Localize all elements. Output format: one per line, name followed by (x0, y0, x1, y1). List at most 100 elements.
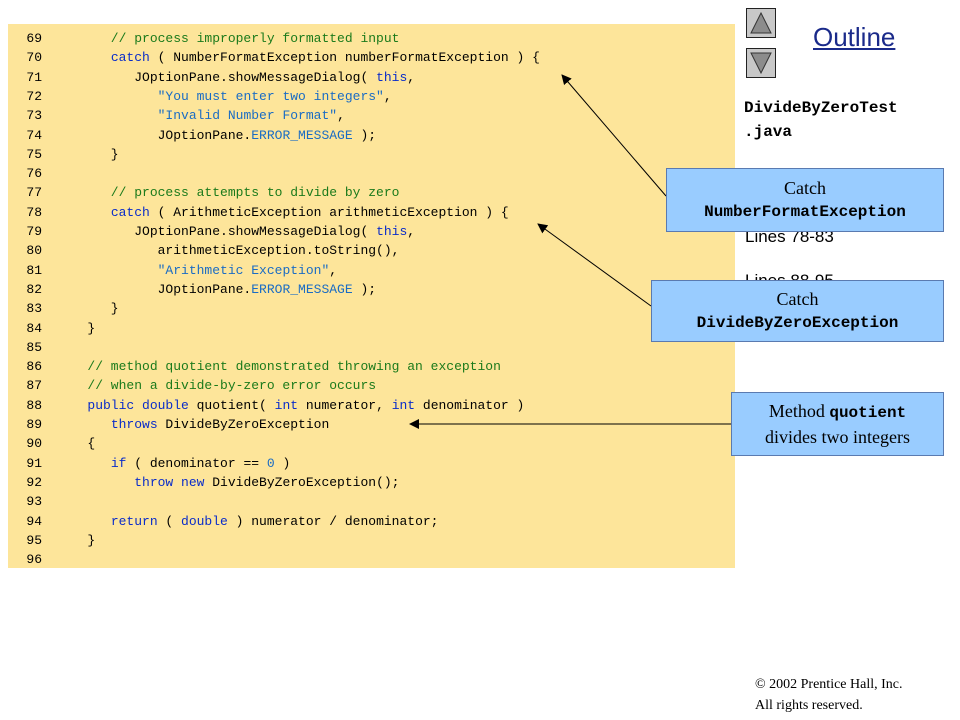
line-number: 88 (26, 397, 42, 413)
code-line: 70 catch ( NumberFormatException numberF… (8, 48, 540, 67)
previous-slide-button[interactable] (746, 8, 776, 38)
code-text: throws DivideByZeroException (64, 417, 329, 432)
code-text: if ( denominator == 0 ) (64, 456, 290, 471)
arrow-1 (561, 74, 667, 197)
code-token: , (407, 69, 416, 85)
code-text: JOptionPane.ERROR_MESSAGE ); (64, 128, 376, 143)
code-line: 77 // process attempts to divide by zero (8, 183, 399, 202)
line-number: 90 (26, 436, 42, 452)
callout-3-code: quotient (829, 404, 907, 422)
code-token: { (64, 436, 96, 452)
code-line: 79 JOptionPane.showMessageDialog( this, (8, 222, 415, 241)
code-line: 91 if ( denominator == 0 ) (8, 454, 290, 473)
copyright-line2: All rights reserved. (755, 698, 863, 713)
code-token: catch (110, 50, 150, 66)
code-text: // process improperly formatted input (64, 31, 400, 46)
line-number: 78 (26, 204, 42, 220)
code-line: 72 "You must enter two integers", (8, 87, 392, 106)
line-number: 80 (26, 243, 42, 259)
code-line: 88 public double quotient( int numerator… (8, 396, 524, 415)
line-number: 84 (26, 320, 42, 336)
code-text: catch ( ArithmeticException arithmeticEx… (64, 205, 509, 220)
code-token: } (64, 532, 96, 548)
code-token: 0 (266, 455, 275, 471)
code-line: 85 (8, 338, 64, 357)
line-number: 73 (26, 108, 42, 124)
code-token: "You must enter two integers" (157, 88, 384, 104)
code-token: ); (352, 127, 377, 143)
code-token: } (64, 320, 96, 336)
code-line: 83 } (8, 299, 119, 318)
code-text: "You must enter two integers", (64, 89, 392, 104)
code-token: DivideByZeroException (157, 417, 330, 432)
code-text: JOptionPane.ERROR_MESSAGE ); (64, 282, 376, 297)
code-token: ERROR_MESSAGE (251, 281, 353, 297)
code-text: "Arithmetic Exception", (64, 263, 337, 278)
callout-3-line2: divides two integers (765, 427, 910, 447)
line-number: 82 (26, 281, 42, 297)
code-line: 69 // process improperly formatted input (8, 29, 399, 48)
code-text: public double quotient( int numerator, i… (64, 398, 524, 413)
code-text: } (64, 533, 95, 548)
line-number: 95 (26, 532, 42, 548)
callout-3-prefix: Method (768, 401, 830, 421)
code-text: JOptionPane.showMessageDialog( this, (64, 224, 415, 239)
line-number: 87 (26, 378, 42, 394)
code-line: 96 (8, 550, 64, 569)
line-number: 89 (26, 417, 42, 432)
code-text: } (64, 147, 119, 162)
code-line: 92 throw new DivideByZeroException(); (8, 473, 399, 492)
file-name-line1: DivideByZeroTest (744, 99, 898, 117)
triangle-up-icon (750, 12, 772, 34)
code-line: 95 } (8, 531, 95, 550)
code-token: "Invalid Number Format" (157, 108, 338, 124)
code-panel: 69 // process improperly formatted input… (8, 24, 735, 568)
code-line: 73 "Invalid Number Format", (8, 106, 344, 125)
code-token: return (110, 513, 158, 529)
code-token: JOptionPane. (64, 281, 252, 297)
code-line: 78 catch ( ArithmeticException arithmeti… (8, 203, 509, 222)
outline-title[interactable]: Outline (813, 22, 896, 52)
code-token: // process improperly formatted input (64, 31, 400, 46)
code-token: int (391, 397, 416, 413)
code-text: { (64, 436, 95, 451)
code-text: } (64, 301, 119, 316)
code-line: 71 JOptionPane.showMessageDialog( this, (8, 68, 415, 87)
code-line: 89 throws DivideByZeroException (8, 415, 329, 434)
line-number: 94 (26, 513, 42, 529)
code-token: DivideByZeroException(); (204, 474, 400, 490)
line-number: 74 (26, 127, 42, 143)
code-token: } (64, 146, 119, 162)
code-line: 80 arithmeticException.toString(), (8, 241, 399, 260)
callout-3-line1: Method quotient (732, 399, 943, 425)
file-name-line2: .java (744, 123, 793, 141)
code-token: ( ArithmeticException arithmeticExceptio… (149, 204, 509, 220)
callout-1-line1: Catch (784, 178, 826, 198)
line-number: 96 (26, 552, 42, 568)
code-token: , (329, 262, 338, 278)
code-token: catch (110, 204, 150, 220)
copyright-line1: © 2002 Prentice Hall, Inc. (755, 677, 903, 692)
line-number: 77 (26, 185, 42, 201)
code-token: double (181, 513, 228, 529)
next-slide-button[interactable] (746, 48, 776, 78)
code-token: int (274, 397, 299, 413)
code-line: 82 JOptionPane.ERROR_MESSAGE ); (8, 280, 376, 299)
code-text: // method quotient demonstrated throwing… (64, 359, 500, 374)
code-token: ) numerator / denominator; (227, 513, 439, 529)
callout-method-quotient: Method quotient divides two integers (731, 392, 944, 456)
code-token: , (383, 88, 392, 104)
code-text: // when a divide-by-zero error occurs (64, 378, 376, 393)
copyright: © 2002 Prentice Hall, Inc. All rights re… (755, 674, 903, 716)
code-token: denominator ) (415, 397, 525, 413)
file-name: DivideByZeroTest .java (744, 96, 898, 144)
code-text: throw new DivideByZeroException(); (64, 475, 399, 490)
callout-catch-numberformat: Catch NumberFormatException (666, 168, 944, 232)
code-token: ( (157, 513, 182, 529)
line-number: 93 (26, 494, 42, 510)
code-text: // process attempts to divide by zero (64, 185, 400, 200)
line-number: 86 (26, 359, 42, 375)
code-line: 94 return ( double ) numerator / denomin… (8, 512, 438, 531)
code-line: 90 { (8, 434, 95, 453)
